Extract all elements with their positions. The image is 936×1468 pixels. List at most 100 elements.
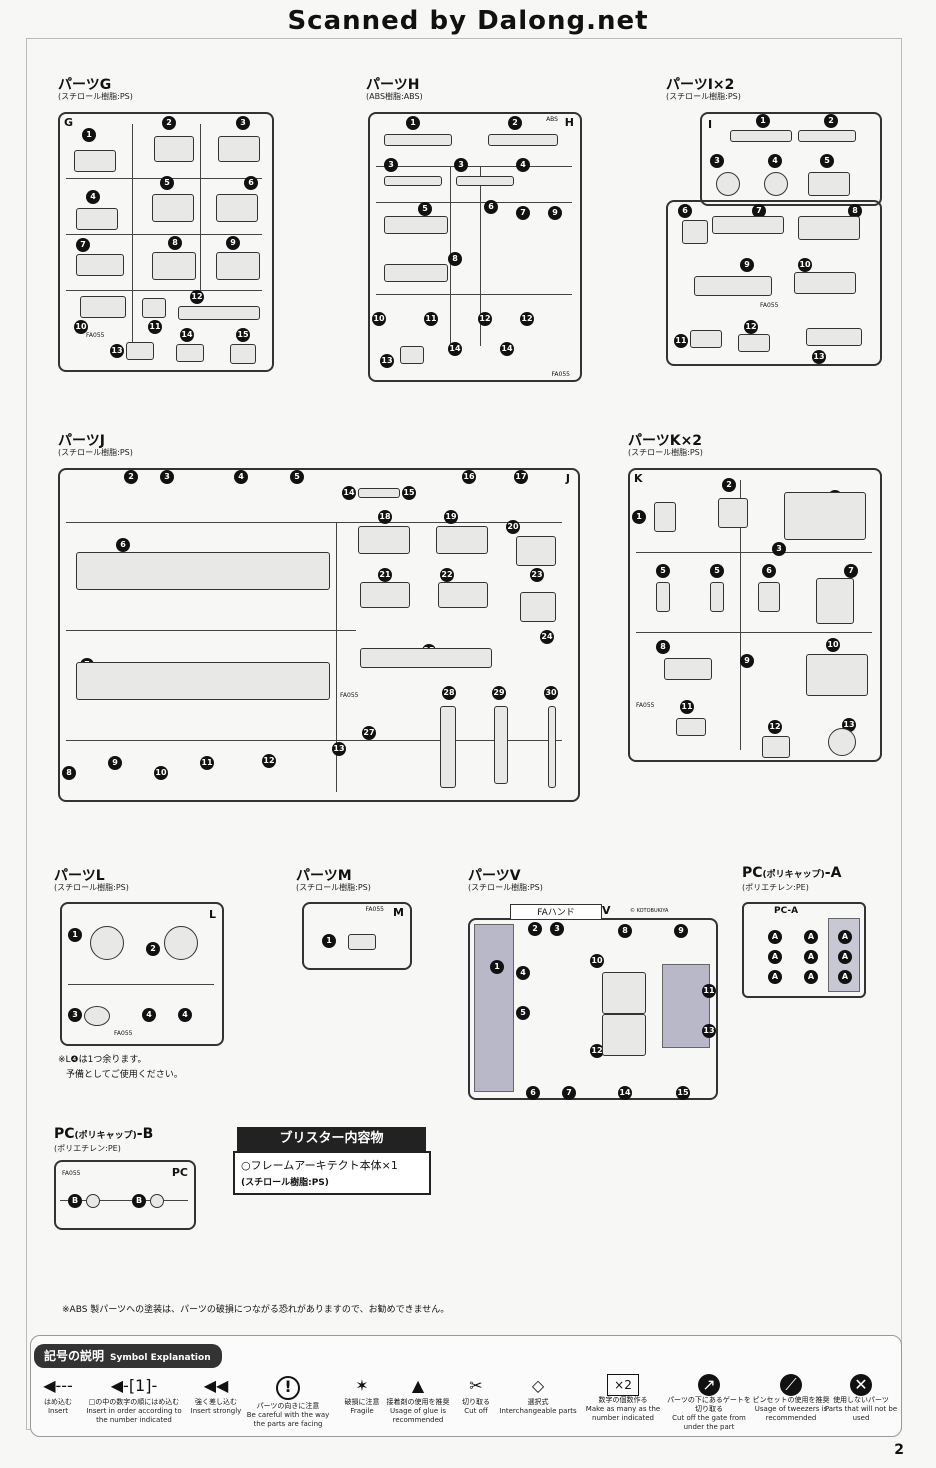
sprue-i: I 1 2 3 4 5 6 7 8 9 10 11 12 13 FA055 bbox=[666, 114, 882, 366]
part-j-30 bbox=[548, 706, 556, 788]
part-g-1 bbox=[74, 150, 116, 172]
sprue-v: FAハンド V © KOTOBUKIYA 2 3 8 9 1 4 10 11 5… bbox=[468, 904, 718, 1100]
symbol-label-ja: パーツの向きに注意 bbox=[256, 1402, 320, 1410]
sprue-code: FA055 bbox=[551, 371, 570, 378]
symbol-label-en: Insert in order according to the number … bbox=[86, 1407, 182, 1424]
part-j-14 bbox=[358, 488, 400, 498]
part-j-25 bbox=[360, 648, 492, 668]
sprue-code: FA055 bbox=[760, 302, 779, 309]
part-number: 8 bbox=[618, 924, 632, 938]
part-number: 24 bbox=[540, 630, 554, 644]
section-title-v: パーツV bbox=[468, 868, 521, 884]
part-number: 12 bbox=[520, 312, 534, 326]
part-number: 5 bbox=[516, 1006, 530, 1020]
part-number: 6 bbox=[484, 200, 498, 214]
part-number: 8 bbox=[168, 236, 182, 250]
part-j-22 bbox=[438, 582, 488, 608]
part-number: 14 bbox=[618, 1086, 632, 1100]
sprue-tag-j: J bbox=[565, 472, 570, 485]
runner bbox=[480, 166, 481, 346]
part-number: 1 bbox=[406, 116, 420, 130]
part-number: 29 bbox=[492, 686, 506, 700]
part-number: 12 bbox=[744, 320, 758, 334]
part-l-2 bbox=[164, 926, 198, 960]
part-number: 2 bbox=[146, 942, 160, 956]
part-g-6 bbox=[216, 194, 258, 222]
part-number: 14 bbox=[180, 328, 194, 342]
symbol-label-en: Insert strongly bbox=[190, 1407, 242, 1415]
part-number: 3 bbox=[68, 1008, 82, 1022]
part-number: 16 bbox=[462, 470, 476, 484]
part-j-19 bbox=[436, 526, 488, 554]
part-j-23 bbox=[520, 592, 556, 622]
part-number: 18 bbox=[378, 510, 392, 524]
part-k-12 bbox=[762, 736, 790, 758]
sprue-g: G 1 2 3 4 5 6 7 8 9 10 11 12 13 14 15 FA… bbox=[58, 112, 274, 372]
symbol-label-ja: パーツの下にあるゲートを切り取る bbox=[667, 1396, 751, 1413]
glue-icon: ▲ bbox=[411, 1376, 425, 1395]
symbol-label-en: Parts that will not be used bbox=[824, 1405, 898, 1422]
part-g-13 bbox=[126, 342, 154, 360]
sprue-j: J 2 3 4 5 6 7 8 9 10 11 12 13 14 15 16 1… bbox=[58, 468, 580, 802]
runner bbox=[60, 1200, 188, 1201]
part-number: 4 bbox=[768, 154, 782, 168]
part-number: 13 bbox=[332, 742, 346, 756]
sprue-tag-h: H bbox=[564, 116, 574, 129]
part-k-10 bbox=[806, 654, 868, 696]
caution-icon: ! bbox=[276, 1376, 300, 1400]
part-number: 1 bbox=[756, 114, 770, 128]
sprue-h: H ABS 1 2 3 3 4 5 6 7 8 9 10 11 12 12 13… bbox=[368, 112, 582, 382]
sprue-m: M FA055 1 bbox=[302, 902, 412, 970]
part-number: 13 bbox=[702, 1024, 716, 1038]
part-g-3 bbox=[218, 136, 260, 162]
part-number: 12 bbox=[478, 312, 492, 326]
part-number: 13 bbox=[380, 354, 394, 368]
part-number: 21 bbox=[378, 568, 392, 582]
runner bbox=[66, 522, 562, 523]
symbol-label-ja: はめ込む bbox=[44, 1398, 72, 1406]
section-title-i: パーツI×2 bbox=[666, 77, 735, 93]
part-g-7 bbox=[76, 254, 124, 276]
part-number: 9 bbox=[548, 206, 562, 220]
symbol-label-en: Usage of tweezers is recommended bbox=[754, 1405, 828, 1422]
spare-part-note-2: 予備としてご使用ください。 bbox=[66, 1070, 183, 1080]
part-g-9 bbox=[216, 252, 260, 280]
part-number: 11 bbox=[674, 334, 688, 348]
symbol-label-en: Cut off the gate from under the part bbox=[672, 1414, 746, 1431]
insert-order-icon: ◀-[1]- bbox=[110, 1376, 158, 1395]
runner bbox=[376, 294, 572, 295]
not-used-icon: ✕ bbox=[850, 1374, 872, 1396]
part-number: 1 bbox=[68, 928, 82, 942]
part-i-5 bbox=[808, 172, 850, 196]
part-number: 8 bbox=[448, 252, 462, 266]
gate-cut-icon: ↗ bbox=[698, 1374, 720, 1396]
section-material-v: (スチロール樹脂:PS) bbox=[468, 883, 543, 892]
symbol-label-en: Fragile bbox=[350, 1407, 374, 1415]
part-number: 8 bbox=[62, 766, 76, 780]
part-v-12 bbox=[602, 1014, 646, 1056]
symbol-label-en: Be careful with the way the parts are fa… bbox=[246, 1411, 330, 1428]
runner bbox=[66, 740, 562, 741]
part-j-6 bbox=[76, 552, 330, 590]
symbol-label-ja: 強く差し込む bbox=[195, 1398, 237, 1406]
spare-part-note-1: ※L❹は1つ余ります。 bbox=[58, 1055, 147, 1065]
part-number: A bbox=[804, 950, 818, 964]
part-h-13 bbox=[400, 346, 424, 364]
part-i-1 bbox=[730, 130, 792, 142]
part-number: 5 bbox=[290, 470, 304, 484]
part-number: 6 bbox=[762, 564, 776, 578]
part-k-5b bbox=[710, 582, 724, 612]
part-number: 4 bbox=[178, 1008, 192, 1022]
part-h-3a bbox=[384, 176, 442, 186]
part-number: 9 bbox=[108, 756, 122, 770]
sprue-i-top bbox=[700, 112, 882, 206]
scan-credit: Scanned by Dalong.net bbox=[287, 6, 649, 36]
part-number: 14 bbox=[500, 342, 514, 356]
symbol-label-ja: 数字の個数作る bbox=[598, 1396, 648, 1404]
part-number: 10 bbox=[798, 258, 812, 272]
runner bbox=[66, 630, 356, 631]
symbol-multiply: ×2 数字の個数作る Make as many as the number in… bbox=[578, 1374, 668, 1423]
copyright: © KOTOBUKIYA bbox=[630, 908, 669, 914]
part-number: 3 bbox=[710, 154, 724, 168]
part-number: 7 bbox=[516, 206, 530, 220]
